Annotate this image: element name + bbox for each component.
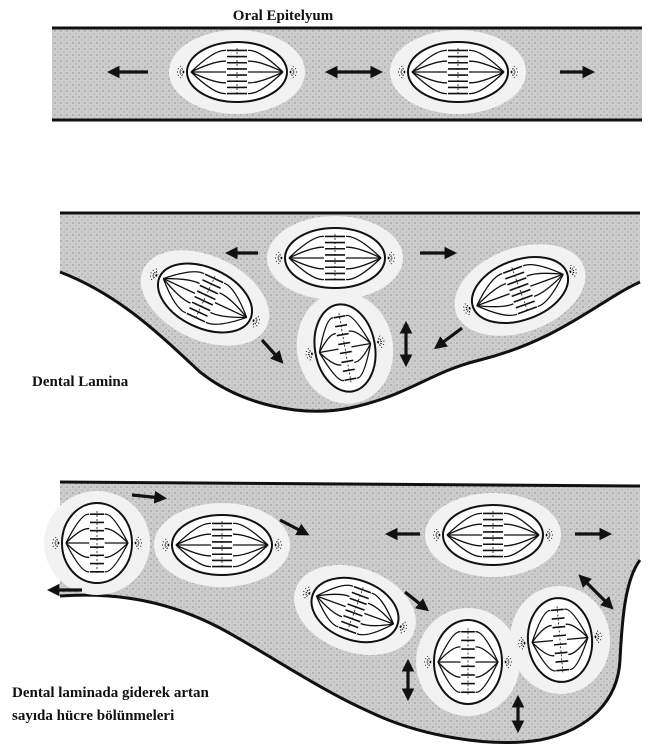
- dividing-cell: [267, 216, 403, 300]
- dividing-cell: [390, 30, 526, 114]
- dividing-cell: [425, 493, 561, 577]
- caption-line-2: sayıda hücre bölünmeleri: [12, 708, 174, 724]
- dividing-cell: [44, 491, 150, 595]
- dividing-cells: [44, 30, 615, 716]
- dividing-cell: [154, 503, 290, 587]
- caption-line-1: Dental laminada giderek artan: [12, 685, 209, 701]
- dividing-cell: [169, 30, 305, 114]
- epithelium-band: [52, 28, 642, 120]
- oral-epithelium-label: Oral Epitelyum: [233, 8, 334, 24]
- oral-epithelium-panel: Oral Epitelyum: [52, 8, 642, 120]
- dental-lamina-label: Dental Lamina: [32, 374, 129, 390]
- dividing-cell: [416, 608, 520, 716]
